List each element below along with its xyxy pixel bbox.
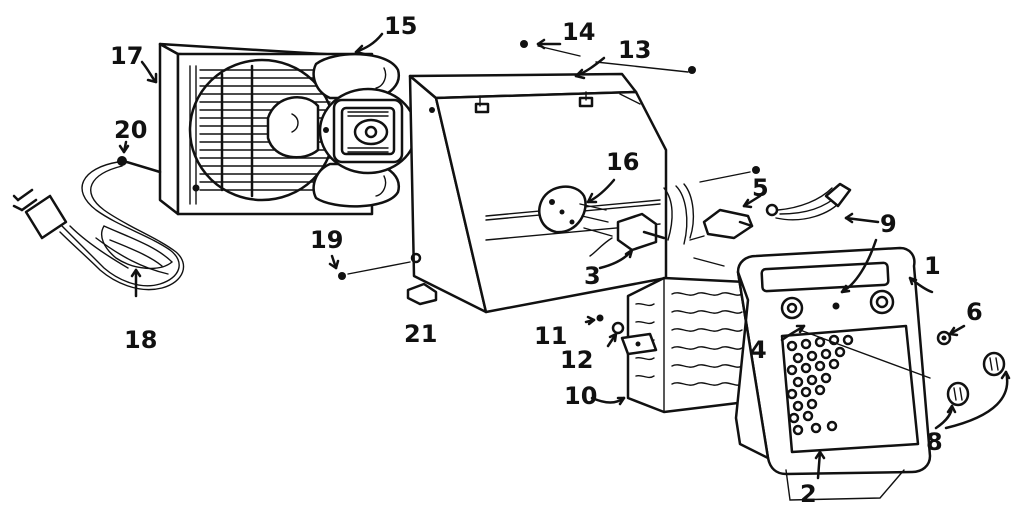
power-cord (12, 156, 185, 291)
selector-switch (689, 166, 760, 241)
label-12: 12 (560, 346, 593, 374)
label-2: 2 (800, 480, 817, 508)
small-pad (406, 282, 438, 306)
label-20: 20 (114, 116, 147, 144)
wire-harness (765, 182, 852, 221)
label-6: 6 (966, 298, 983, 326)
label-15: 15 (384, 12, 417, 40)
label-21: 21 (404, 320, 437, 348)
grille-holes (786, 334, 854, 436)
switch-knob-assembly (589, 212, 666, 257)
label-11: 11 (534, 322, 567, 350)
label-4: 4 (750, 336, 767, 364)
callout-arrows (118, 32, 1011, 480)
element-nut (611, 321, 625, 335)
thermostat-assembly (538, 185, 613, 237)
part-number-labels: 17 15 14 13 20 16 5 9 19 1 3 6 18 21 11 … (110, 12, 983, 508)
label-3: 3 (584, 262, 601, 290)
label-19: 19 (310, 226, 343, 254)
element-screw (596, 314, 604, 322)
screw-side (338, 272, 346, 280)
label-1: 1 (924, 252, 941, 280)
label-17: 17 (110, 42, 143, 70)
label-5: 5 (752, 174, 769, 202)
knob-nut (936, 330, 952, 346)
label-8: 8 (926, 428, 943, 456)
label-9: 9 (880, 210, 897, 238)
label-10: 10 (564, 382, 597, 410)
label-16: 16 (606, 148, 639, 176)
front-cabinet (734, 246, 932, 501)
heating-element (620, 276, 748, 414)
label-18: 18 (124, 326, 157, 354)
screw-top-right (688, 66, 696, 74)
screw-top-left (520, 40, 528, 48)
label-14: 14 (562, 18, 595, 46)
label-13: 13 (618, 36, 651, 64)
fan-motor-assembly (266, 53, 418, 208)
main-housing (408, 72, 695, 314)
control-knobs (946, 351, 1006, 407)
